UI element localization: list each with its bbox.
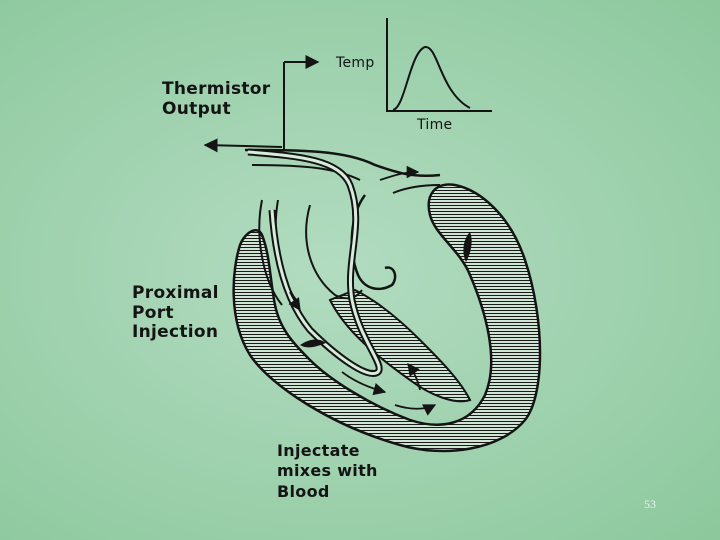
tricuspid-valve (300, 339, 326, 348)
time-axis-label: Time (417, 117, 453, 133)
flow-arrows (288, 165, 437, 416)
thermodilution-curve-graph (386, 18, 492, 112)
thermistor-output-label: Thermistor Output (162, 79, 271, 119)
catheter (247, 148, 383, 377)
temp-axis-label: Temp (336, 55, 375, 71)
proximal-port-injection-label: Proximal Port Injection (132, 283, 219, 343)
temperature-curve (392, 46, 471, 111)
slide-number: 53 (644, 497, 656, 511)
thermistor-wire (203, 55, 320, 153)
injectate-mixes-label: Injectate mixes with Blood (277, 441, 378, 501)
mitral-valve (463, 232, 472, 262)
